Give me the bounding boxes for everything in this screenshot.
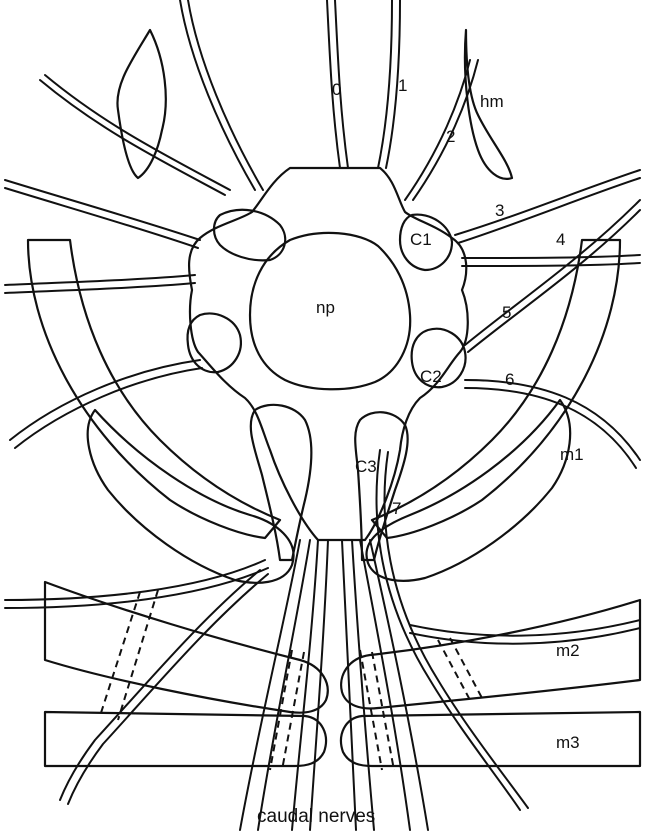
label-nerve-1: 1 <box>398 76 407 95</box>
label-nerve-2: 2 <box>446 127 455 146</box>
label-hm: hm <box>480 92 504 111</box>
hm-muscle-left <box>117 30 165 178</box>
m1-muscle-right <box>366 400 570 581</box>
label-nerve-6: 6 <box>505 370 514 389</box>
outer-muscle-left <box>28 240 280 538</box>
label-np: np <box>316 298 335 317</box>
label-c2: C2 <box>420 367 442 386</box>
label-m3: m3 <box>556 733 580 752</box>
label-m2: m2 <box>556 641 580 660</box>
label-nerve-7: 7 <box>392 499 401 518</box>
label-c3: C3 <box>355 457 377 476</box>
figure-caption: caudal nerves <box>257 806 375 827</box>
label-nerve-4: 4 <box>556 230 565 249</box>
ganglion-body <box>189 168 468 540</box>
label-nerve-0: 0 <box>332 80 341 99</box>
m1-muscle-left <box>88 410 294 583</box>
label-nerve-3: 3 <box>495 201 504 220</box>
c2-lobe-left <box>188 314 241 373</box>
m3-muscle-left <box>45 712 326 766</box>
label-nerve-5: 5 <box>502 303 511 322</box>
dashed-nerve-tracks <box>100 590 482 770</box>
label-m1: m1 <box>560 445 584 464</box>
c3-lobe-right <box>355 412 407 560</box>
label-c1: C1 <box>410 230 432 249</box>
m2-muscle-left <box>45 582 328 713</box>
